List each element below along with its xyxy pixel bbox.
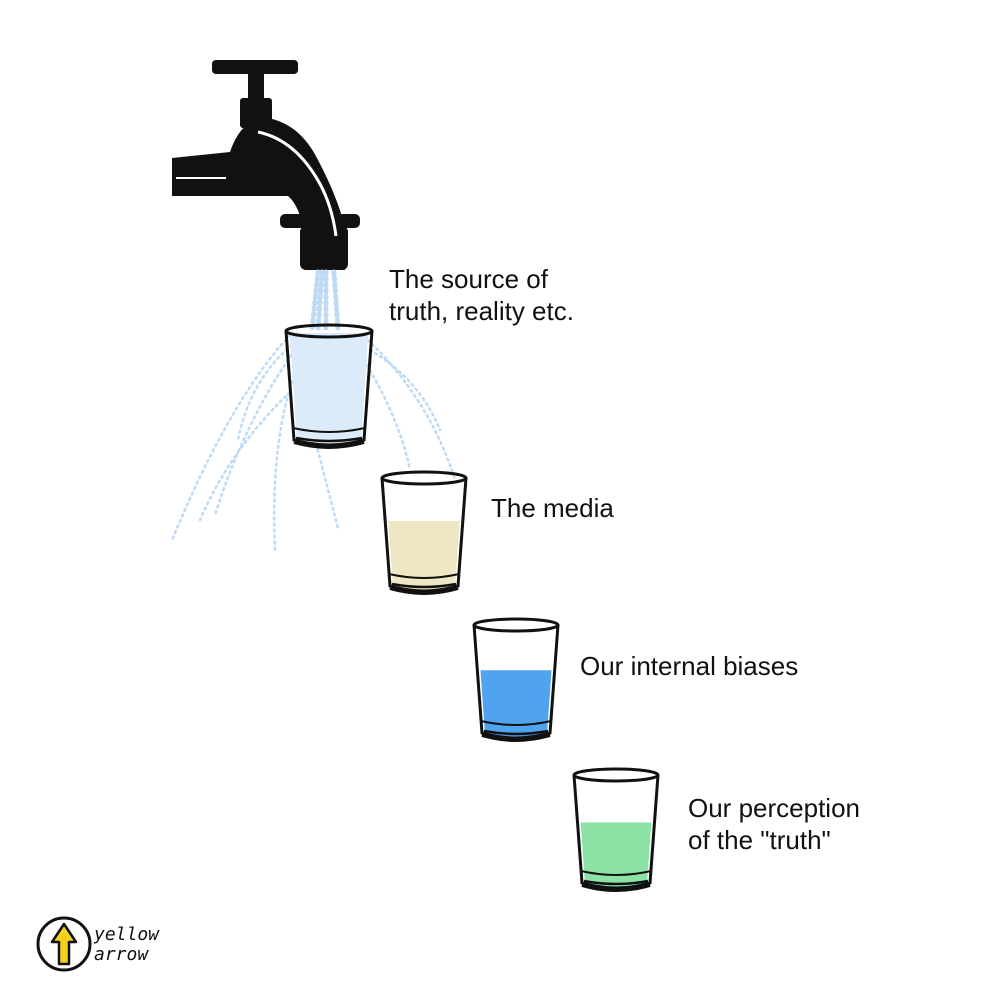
glass-biases (474, 619, 558, 740)
water-spray-streak (370, 350, 440, 430)
logo-text-line-1: yellow (93, 924, 160, 945)
media-label: The media (491, 492, 614, 524)
biases-label-line-1: Our internal biases (580, 650, 798, 682)
water-spray-streak (334, 272, 338, 330)
glass-rim (474, 619, 558, 631)
source-label-line-1: The source of (389, 263, 574, 295)
glass-source (286, 325, 372, 447)
glass-perception (574, 769, 658, 890)
glass-media (382, 472, 466, 593)
water-spray-streak (368, 340, 455, 480)
faucet-icon (172, 60, 360, 270)
media-label-line-1: The media (491, 492, 614, 524)
water-spray-streak (172, 335, 290, 540)
biases-label: Our internal biases (580, 650, 798, 682)
source-label-line-2: truth, reality etc. (389, 295, 574, 327)
source-label: The source of truth, reality etc. (389, 263, 574, 327)
perception-label: Our perception of the "truth" (688, 792, 860, 856)
perception-label-line-2: of the "truth" (688, 824, 860, 856)
glass-liquid (388, 521, 459, 592)
water-spray-streak (215, 350, 295, 515)
arrow-icon (52, 924, 76, 964)
glass-rim (574, 769, 658, 781)
water-spray-streak (200, 392, 290, 520)
glass-liquid (480, 670, 551, 739)
yellow-arrow-logo: yellow arrow (34, 912, 174, 976)
glass-liquid (581, 822, 652, 889)
logo-text-line-2: arrow (94, 944, 149, 965)
perception-label-line-1: Our perception (688, 792, 860, 824)
